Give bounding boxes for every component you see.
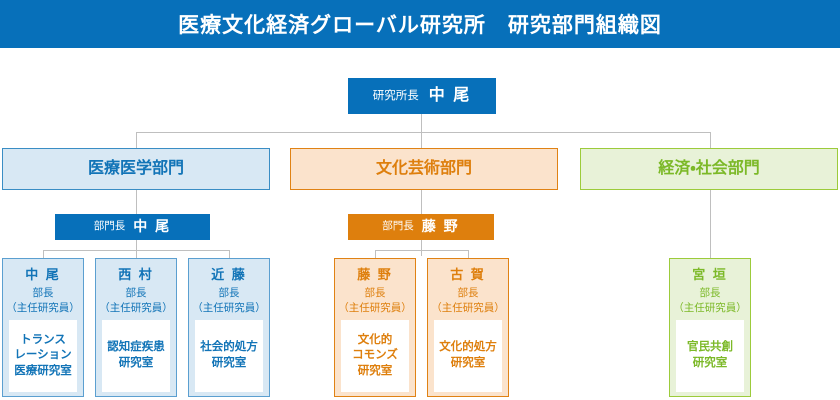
member-name: 中 尾: [25, 267, 61, 282]
member-name: 宮 垣: [692, 267, 728, 282]
connector-culture-bus: [375, 250, 468, 251]
lab-box[interactable]: トランスレーション医療研究室: [9, 320, 77, 392]
member-card-medical-1[interactable]: 中 尾 部長 （主任研究員） トランスレーション医療研究室: [2, 258, 84, 397]
department-label-culture: 文化芸術部門: [375, 160, 472, 177]
member-subtitle: （主任研究員）: [338, 302, 412, 314]
connector-medical-member-1: [43, 250, 44, 258]
department-label-medical: 医療医学部門: [87, 160, 184, 177]
node-director[interactable]: 研究所長 中 尾: [348, 78, 496, 114]
member-name: 近 藤: [211, 267, 247, 282]
connector-department-bus: [136, 132, 711, 133]
connector-department-medical: [136, 132, 137, 148]
connector-department-culture: [421, 132, 422, 148]
connector-director-down: [421, 114, 422, 132]
member-card-medical-2[interactable]: 西 村 部長 （主任研究員） 認知症疾患研究室: [95, 258, 177, 397]
department-header-economy[interactable]: 経済・社会部門: [580, 148, 838, 190]
member-subtitle: （主任研究員）: [192, 302, 266, 314]
chief-role-medical: 部門長: [93, 220, 126, 233]
department-header-culture[interactable]: 文化芸術部門: [290, 148, 558, 190]
chief-medical[interactable]: 部門長 中 尾: [55, 214, 210, 240]
member-title: 部長: [699, 287, 721, 299]
chief-role-culture: 部門長: [382, 220, 414, 233]
member-title: 部長: [218, 287, 240, 299]
page-title: 医療文化経済グローバル研究所 研究部門組織図: [178, 14, 662, 37]
lab-box[interactable]: 官民共創研究室: [676, 320, 744, 392]
member-card-medical-3[interactable]: 近 藤 部長 （主任研究員） 社会的処方研究室: [188, 258, 270, 397]
connector-culture-member-2: [468, 250, 469, 258]
director-name: 中 尾: [428, 87, 472, 104]
member-subtitle: （主任研究員）: [99, 302, 173, 314]
member-subtitle: （主任研究員）: [6, 302, 80, 314]
lab-box[interactable]: 社会的処方研究室: [195, 320, 263, 392]
director-role: 研究所長: [372, 89, 419, 102]
member-name: 古 賀: [450, 267, 486, 282]
member-subtitle: （主任研究員）: [431, 302, 505, 314]
member-title: 部長: [364, 287, 386, 299]
member-name: 西 村: [118, 267, 154, 282]
lab-box[interactable]: 認知症疾患研究室: [102, 320, 170, 392]
page-title-bar: 医療文化経済グローバル研究所 研究部門組織図: [0, 0, 840, 48]
member-title: 部長: [32, 287, 54, 299]
connector-department-economy: [710, 132, 711, 148]
department-label-economy: 経済・社会部門: [658, 160, 760, 177]
member-title: 部長: [457, 287, 479, 299]
chief-name-medical: 中 尾: [133, 218, 172, 235]
member-name: 藤 野: [357, 267, 393, 282]
lab-box[interactable]: 文化的コモンズ研究室: [341, 320, 409, 392]
member-subtitle: （主任研究員）: [673, 302, 747, 314]
department-header-medical[interactable]: 医療医学部門: [2, 148, 270, 190]
connector-culture-member-1: [375, 250, 376, 258]
connector-economy-member-1: [710, 190, 711, 258]
chief-culture[interactable]: 部門長 藤 野: [348, 214, 494, 240]
member-card-culture-2[interactable]: 古 賀 部長 （主任研究員） 文化的処方研究室: [427, 258, 509, 397]
member-card-economy-1[interactable]: 宮 垣 部長 （主任研究員） 官民共創研究室: [669, 258, 751, 397]
chief-name-culture: 藤 野: [421, 218, 460, 235]
lab-box[interactable]: 文化的処方研究室: [434, 320, 502, 392]
member-title: 部長: [125, 287, 147, 299]
member-card-culture-1[interactable]: 藤 野 部長 （主任研究員） 文化的コモンズ研究室: [334, 258, 416, 397]
connector-medical-member-2: [136, 250, 137, 258]
connector-medical-member-3: [229, 250, 230, 258]
